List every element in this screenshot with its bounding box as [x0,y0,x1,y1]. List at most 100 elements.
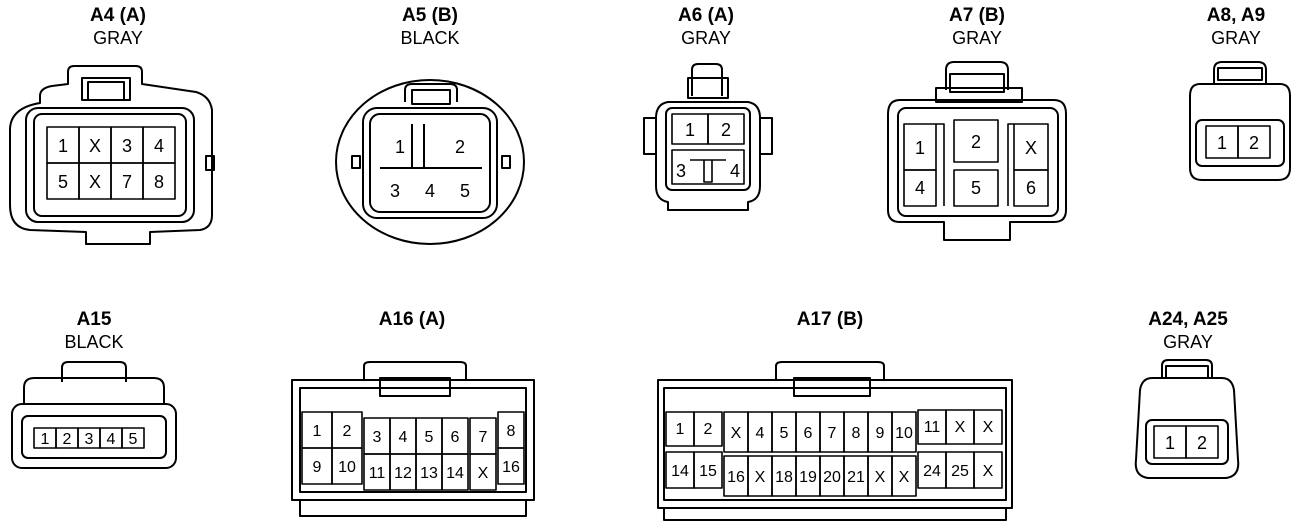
pin-label: X [478,465,489,482]
connector-label-a24-a25: A24, A25 GRAY [1128,310,1248,351]
pin-label: 20 [823,469,841,486]
pin-label: X [983,463,994,480]
pin-label: 4 [107,431,116,448]
connector-name: A5 (B) [402,5,458,26]
pin-label: 15 [699,463,717,480]
pin-label: 5 [780,425,789,442]
pin-label: 1 [685,120,695,140]
pin-label: X [89,172,101,192]
connector-a16 [291,361,535,517]
pin-label: 4 [425,181,435,201]
pin-label: 3 [373,429,382,446]
pin-label: 4 [915,178,925,198]
pin-label: 2 [343,423,352,440]
connector-name: A16 (A) [378,309,446,330]
pin-label: X [955,419,966,436]
pin-label: 1 [58,136,68,156]
pin-label: 8 [852,425,861,442]
pin-label: 5 [129,431,138,448]
pin-label: 4 [730,161,740,181]
pin-label: 21 [847,469,865,486]
connector-color: GRAY [1211,28,1261,48]
pin-label: 2 [721,120,731,140]
connector-a7 [887,61,1067,241]
pin-label: 4 [399,429,408,446]
pin-label: 1 [1165,433,1175,453]
pin-label: 2 [63,431,72,448]
pin-label: 14 [671,463,689,480]
connector-color: GRAY [952,28,1002,48]
pin-label: 16 [727,469,745,486]
pin-label: 7 [828,425,837,442]
pin-label: 11 [924,419,941,436]
connector-color: BLACK [400,28,460,48]
connector-color: BLACK [64,332,124,352]
pin-label: 1 [1217,133,1227,153]
connector-name: A6 (A) [678,5,734,26]
connector-name: A7 (B) [949,5,1005,26]
connector-name: A24, A25 [1148,309,1228,330]
connector-a17 [657,361,1013,521]
connector-color: GRAY [681,28,731,48]
pin-label: 10 [338,459,356,476]
pin-label: 8 [507,423,516,440]
pin-label: 25 [951,463,969,480]
pin-label: 2 [1249,133,1259,153]
connector-a15 [11,361,177,469]
pin-label: 7 [479,429,488,446]
pin-label: 10 [895,425,913,442]
connector-color: GRAY [93,28,143,48]
connector-label-a4: A4 (A) GRAY [58,6,178,47]
pin-label: 2 [455,137,465,157]
connector-a5 [335,79,525,245]
pin-label: 5 [425,429,434,446]
pin-label: 13 [420,465,438,482]
pin-label: 1 [915,138,925,158]
connector-a6 [643,63,773,211]
connector-name: A17 (B) [796,309,864,330]
connector-label-a5: A5 (B) BLACK [370,6,490,47]
connector-label-a17: A17 (B) [770,310,890,329]
pin-label: 16 [502,459,520,476]
pin-label: 3 [85,431,94,448]
connector-label-a8-a9: A8, A9 GRAY [1176,6,1296,47]
pin-label: 1 [676,421,685,438]
connector-name: A8, A9 [1206,5,1266,26]
pin-label: 6 [804,425,813,442]
pin-label: X [89,136,101,156]
connector-a24-a25 [1134,359,1240,479]
pin-label: 5 [58,172,68,192]
pin-label: X [1025,138,1037,158]
connector-label-a16: A16 (A) [352,310,472,329]
pin-label: 5 [460,181,470,201]
pin-label: 11 [369,465,386,482]
pin-label: 3 [122,136,132,156]
pin-label: 2 [1197,433,1207,453]
connector-color: GRAY [1163,332,1213,352]
pin-label: 2 [971,132,981,152]
connector-a4 [9,65,215,245]
pin-label: 1 [41,431,50,448]
pin-label: X [983,419,994,436]
pin-label: 2 [704,421,713,438]
pin-label: 4 [756,425,765,442]
connector-label-a7: A7 (B) GRAY [917,6,1037,47]
pin-label: X [755,469,766,486]
pin-label: 8 [154,172,164,192]
pin-label: 6 [451,429,460,446]
pin-label: X [875,469,886,486]
pin-label: 19 [799,469,817,486]
pin-label: 3 [676,161,686,181]
pin-label: 24 [923,463,941,480]
pin-label: 1 [395,137,405,157]
pin-label: 3 [390,181,400,201]
pin-label: 4 [154,136,164,156]
pin-label: 7 [122,172,132,192]
pin-label: 5 [971,178,981,198]
connector-a8-a9 [1189,61,1291,181]
connector-name: A4 (A) [90,5,146,26]
pin-label: 18 [775,469,793,486]
pin-label: 12 [394,465,412,482]
